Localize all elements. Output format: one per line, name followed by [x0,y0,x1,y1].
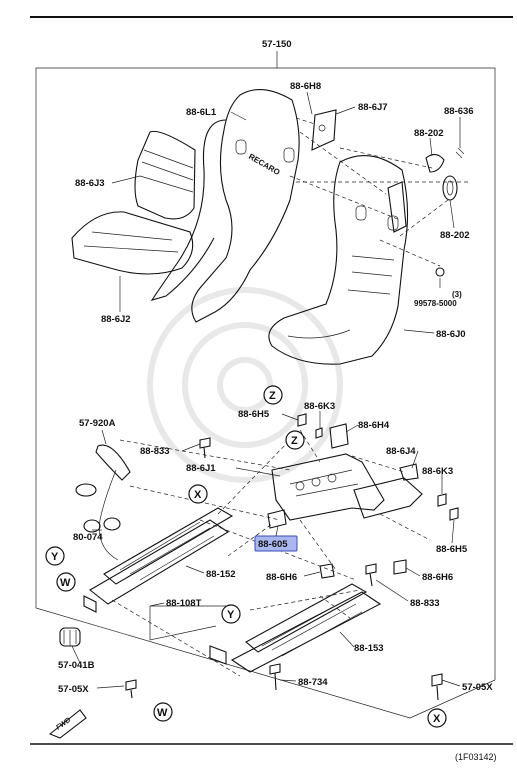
part-label: 88-108T [166,598,202,609]
part-label: 57-041B [58,660,95,671]
callout-x-bottom: X [433,713,441,725]
callout-w-bottom: W [157,707,168,719]
callout-y-mid: Y [227,609,235,621]
side-bracket-drawing [311,109,465,277]
part-label: 88-6J3 [75,178,105,189]
part-label: 88-202 [440,230,470,241]
part-label: 88-833 [140,446,170,457]
part-label: 88-152 [206,569,236,580]
part-label: 88-6H4 [358,420,390,431]
part-label: 88-6K3 [304,401,335,412]
part-label: 88-6H6 [422,572,453,583]
callout-y-left: Y [51,551,59,563]
callout-circles [45,385,447,728]
front-indicator-label: FWD [55,717,72,732]
callout-circle-w-bottom [153,702,173,722]
watermark [147,287,343,483]
part-label: 88-636 [444,106,474,117]
part-label: 88-153 [354,643,384,654]
part-label: 88-6H5 [238,409,270,420]
callout-circle-y-mid [221,604,241,624]
callout-z-upper: Z [269,390,276,402]
part-label: 88-6H8 [290,81,321,92]
part-labels: 88-6H8 88-6J7 88-636 88-6L1 88-202 88-6J… [58,81,493,695]
callout-w-left: W [60,577,71,589]
part-label: 88-202 [414,128,444,139]
svg-text:RECARO: RECARO [247,152,282,177]
seat-back-pad-drawing [71,130,196,275]
callout-x-upper: X [194,489,202,501]
part-label: 88-6J0 [436,329,466,340]
rail-assembly-drawing [59,413,459,701]
seat-shell-6J0-drawing [268,155,409,365]
front-arrow: FWD [48,709,87,739]
leader-lines [71,91,461,689]
highlighted-part-label: 88-605 [258,539,288,550]
part-label: 88-6L1 [186,107,217,118]
part-label: 88-6J7 [358,102,388,113]
part-label: 88-6H6 [266,572,297,583]
figure-code: (1F03142) [455,752,497,762]
callout-z-lower: Z [291,435,298,447]
part-label: 88-6J4 [386,446,416,457]
part-label: 99578-5000 [414,299,457,308]
callout-circle-x-bottom [427,708,447,728]
part-label: 88-833 [410,598,440,609]
part-label: 88-6K3 [422,466,453,477]
part-label: 88-6J1 [186,463,216,474]
part-label: 88-6H5 [436,544,468,555]
header-code: 57-150 [262,39,292,50]
part-label: 88-6J2 [101,314,131,325]
part-label: 57-05X [58,684,89,695]
part-label: 57-920A [79,418,116,429]
callout-circle-z-lower [285,430,305,450]
seat-shell-6L1-drawing: RECARO [150,89,300,323]
callout-circle-y-left [45,546,65,566]
part-label: 57-05X [462,682,493,693]
assembly-outline [35,67,496,719]
part-label: 80-074 [73,532,103,543]
part-label: (3) [452,290,462,299]
callout-circle-x-upper [188,484,208,504]
callout-letters: Z Z X Y W Y W X [51,390,441,725]
callout-circle-w-left [56,572,76,592]
callout-circle-z-upper [263,385,283,405]
part-label: 88-734 [298,677,328,688]
